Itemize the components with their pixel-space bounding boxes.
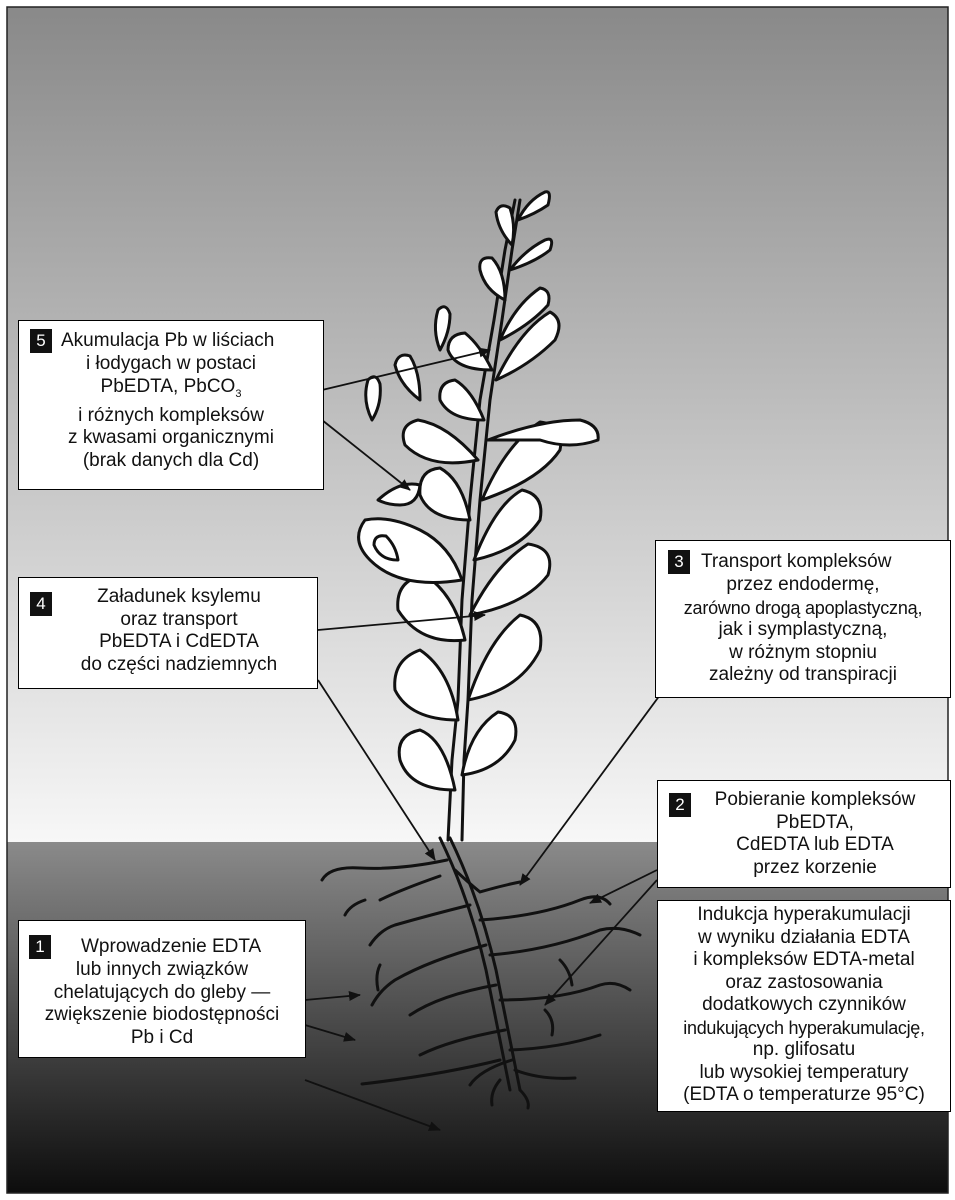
hyper-line-4: oraz zastosowania bbox=[658, 972, 950, 995]
step-4-box: 4 Załadunek ksylemu oraz transport PbEDT… bbox=[18, 577, 318, 689]
step-5-line-1: Akumulacja Pb w liściach bbox=[61, 330, 274, 353]
step-2-line-3: CdEDTA lub EDTA bbox=[678, 834, 952, 857]
step-3-line-1: Transport kompleksów bbox=[701, 551, 891, 574]
hyper-line-3: i kompleksów EDTA-metal bbox=[658, 949, 950, 972]
step-5-line-6: (brak danych dla Cd) bbox=[19, 450, 323, 473]
step-1-box: 1 Wprowadzenie EDTA lub innych związków … bbox=[18, 920, 306, 1058]
hyper-line-7: np. glifosatu bbox=[658, 1039, 950, 1062]
step-1-line-1: Wprowadzenie EDTA bbox=[81, 936, 261, 959]
step-5-badge: 5 bbox=[30, 329, 52, 353]
step-3-line-6: zależny od transpiracji bbox=[656, 664, 950, 687]
step-5-line-5: z kwasami organicznymi bbox=[19, 427, 323, 450]
step-5-box: 5 Akumulacja Pb w liściach i łodygach w … bbox=[18, 320, 324, 490]
hyper-line-1: Indukcja hyperakumulacji bbox=[658, 904, 950, 927]
step-5-line-3: PbEDTA, PbCO3 bbox=[19, 376, 323, 405]
step-3-box: 3 Transport kompleksów przez endodermę, … bbox=[655, 540, 951, 698]
step-3-line-2: przez endodermę, bbox=[656, 574, 950, 597]
step-5-subscript: 3 bbox=[235, 387, 241, 399]
hyper-line-8: lub wysokiej temperatury bbox=[658, 1062, 950, 1085]
step-3-line-4: jak i symplastyczną, bbox=[656, 619, 950, 642]
hyper-line-2: w wyniku działania EDTA bbox=[658, 927, 950, 950]
step-2-line-4: przez korzenie bbox=[678, 857, 952, 880]
step-3-badge: 3 bbox=[668, 550, 690, 574]
step-5-line-2: i łodygach w postaci bbox=[19, 353, 323, 376]
step-4-line-1: Załadunek ksylemu bbox=[39, 586, 319, 609]
step-5-line-4: i różnych kompleksów bbox=[19, 405, 323, 428]
step-4-line-2: oraz transport bbox=[39, 609, 319, 632]
step-1-line-4: zwiększenie biodostępności bbox=[19, 1004, 305, 1027]
hyper-line-5: dodatkowych czynników bbox=[658, 994, 950, 1017]
step-5-formula: PbEDTA, PbCO bbox=[101, 376, 236, 397]
step-1-line-3: chelatujących do gleby — bbox=[19, 982, 305, 1005]
step-1-badge: 1 bbox=[29, 935, 51, 959]
hyperaccumulation-box: Indukcja hyperakumulacji w wyniku działa… bbox=[657, 900, 951, 1112]
step-1-line-2: lub innych związków bbox=[19, 959, 305, 982]
step-2-line-1: Pobieranie kompleksów bbox=[678, 789, 952, 812]
step-2-box: 2 Pobieranie kompleksów PbEDTA, CdEDTA l… bbox=[657, 780, 951, 888]
step-4-line-4: do części nadziemnych bbox=[39, 654, 319, 677]
step-1-line-5: Pb i Cd bbox=[19, 1027, 305, 1050]
hyper-line-9: (EDTA o temperaturze 95°C) bbox=[658, 1084, 950, 1107]
step-2-line-2: PbEDTA, bbox=[678, 812, 952, 835]
step-4-line-3: PbEDTA i CdEDTA bbox=[39, 631, 319, 654]
hyper-line-6: indukujących hyperakumulację, bbox=[658, 1017, 950, 1040]
step-3-line-3: zarówno drogą apoplastyczną, bbox=[656, 597, 950, 620]
step-3-line-5: w różnym stopniu bbox=[656, 642, 950, 665]
